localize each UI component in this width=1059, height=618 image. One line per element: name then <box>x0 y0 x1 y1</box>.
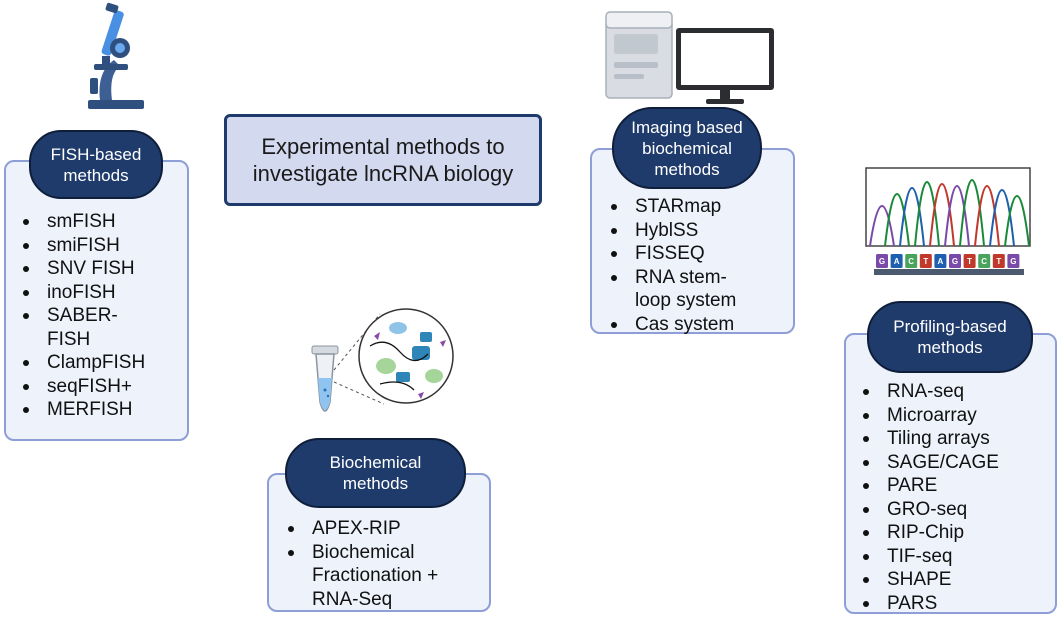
method-item: GRO-seq <box>857 498 1053 522</box>
dna-base-letter: C <box>981 257 987 266</box>
method-item: Biochemical Fractionation + RNA-Seq <box>282 541 487 612</box>
method-item: MERFISH <box>17 398 187 422</box>
chromatogram-peak <box>1004 195 1030 247</box>
imaging-instrument-icon <box>605 11 673 99</box>
chromatogram-peak <box>929 183 955 247</box>
imaging-methods-header: Imaging based biochemical methods <box>612 107 762 189</box>
profiling-methods-panel <box>844 333 1057 614</box>
dna-base-tile: T <box>919 254 932 268</box>
biomolecules-magnified-icon <box>358 308 454 404</box>
biochemical-methods-header: Biochemical methods <box>285 438 466 508</box>
chromatogram-peak <box>974 185 1000 247</box>
dna-base-tile: G <box>1007 254 1020 268</box>
method-item: STARmap <box>605 195 795 219</box>
chromatogram-peak <box>914 181 940 247</box>
dna-base-letter: T <box>996 257 1001 266</box>
dna-base-letter: T <box>923 257 928 266</box>
diagram-title: Experimental methods to investigate lncR… <box>224 114 542 206</box>
chromatogram-peak <box>989 189 1015 247</box>
method-item: SABER- FISH <box>17 304 187 351</box>
method-item: Microarray <box>857 404 1053 428</box>
dna-base-tile: T <box>963 254 976 268</box>
method-item: FISSEQ <box>605 242 795 266</box>
dna-base-letter: C <box>908 257 914 266</box>
method-item: smFISH <box>17 210 187 234</box>
method-item: PARS <box>857 592 1053 616</box>
dna-base-letter: A <box>938 257 944 266</box>
method-item: PARE <box>857 474 1053 498</box>
chromatogram-peak <box>884 193 910 247</box>
method-item: RIP-Chip <box>857 521 1053 545</box>
dna-base-tile: C <box>905 254 918 268</box>
test-tube-icon <box>311 345 339 412</box>
profiling-methods-header: Profiling-based methods <box>867 301 1033 373</box>
method-item: inoFISH <box>17 281 187 305</box>
chromatogram-peak <box>869 205 895 247</box>
method-item: Cas system <box>605 313 795 337</box>
method-item: SAGE/CAGE <box>857 451 1053 475</box>
dna-base-letter: T <box>967 257 972 266</box>
monitor-icon <box>676 28 774 104</box>
dna-base-tile: G <box>949 254 961 268</box>
chromatogram-traces <box>869 179 1030 247</box>
dna-base-letter: G <box>1010 257 1016 266</box>
method-item: RNA-seq <box>857 380 1053 404</box>
method-item: HyblSS <box>605 219 795 243</box>
dna-base-letter: G <box>879 257 885 266</box>
method-item: SNV FISH <box>17 257 187 281</box>
method-item: APEX-RIP <box>282 517 487 541</box>
method-item: seqFISH+ <box>17 375 187 399</box>
method-item: SHAPE <box>857 568 1053 592</box>
dna-base-letter: G <box>952 257 958 266</box>
dna-base-tile: T <box>992 254 1005 268</box>
dna-base-tile: A <box>890 254 903 268</box>
method-item: TIF-seq <box>857 545 1053 569</box>
dna-base-tile: C <box>978 254 991 268</box>
chromatogram-peak <box>899 187 925 247</box>
microscope-icon <box>88 2 144 109</box>
fish-methods-panel <box>4 160 189 441</box>
chromatogram-peak <box>959 179 985 247</box>
fish-methods-header: FISH-based methods <box>29 130 163 199</box>
dna-base-tile: G <box>876 254 888 268</box>
method-item: ClampFISH <box>17 351 187 375</box>
dna-base-letter: A <box>894 257 900 266</box>
method-item: smiFISH <box>17 234 187 258</box>
dna-base-tile: A <box>934 254 947 268</box>
method-item: RNA stem- loop system <box>605 266 795 313</box>
chromatogram-peak <box>944 185 970 247</box>
method-item: Tiling arrays <box>857 427 1053 451</box>
